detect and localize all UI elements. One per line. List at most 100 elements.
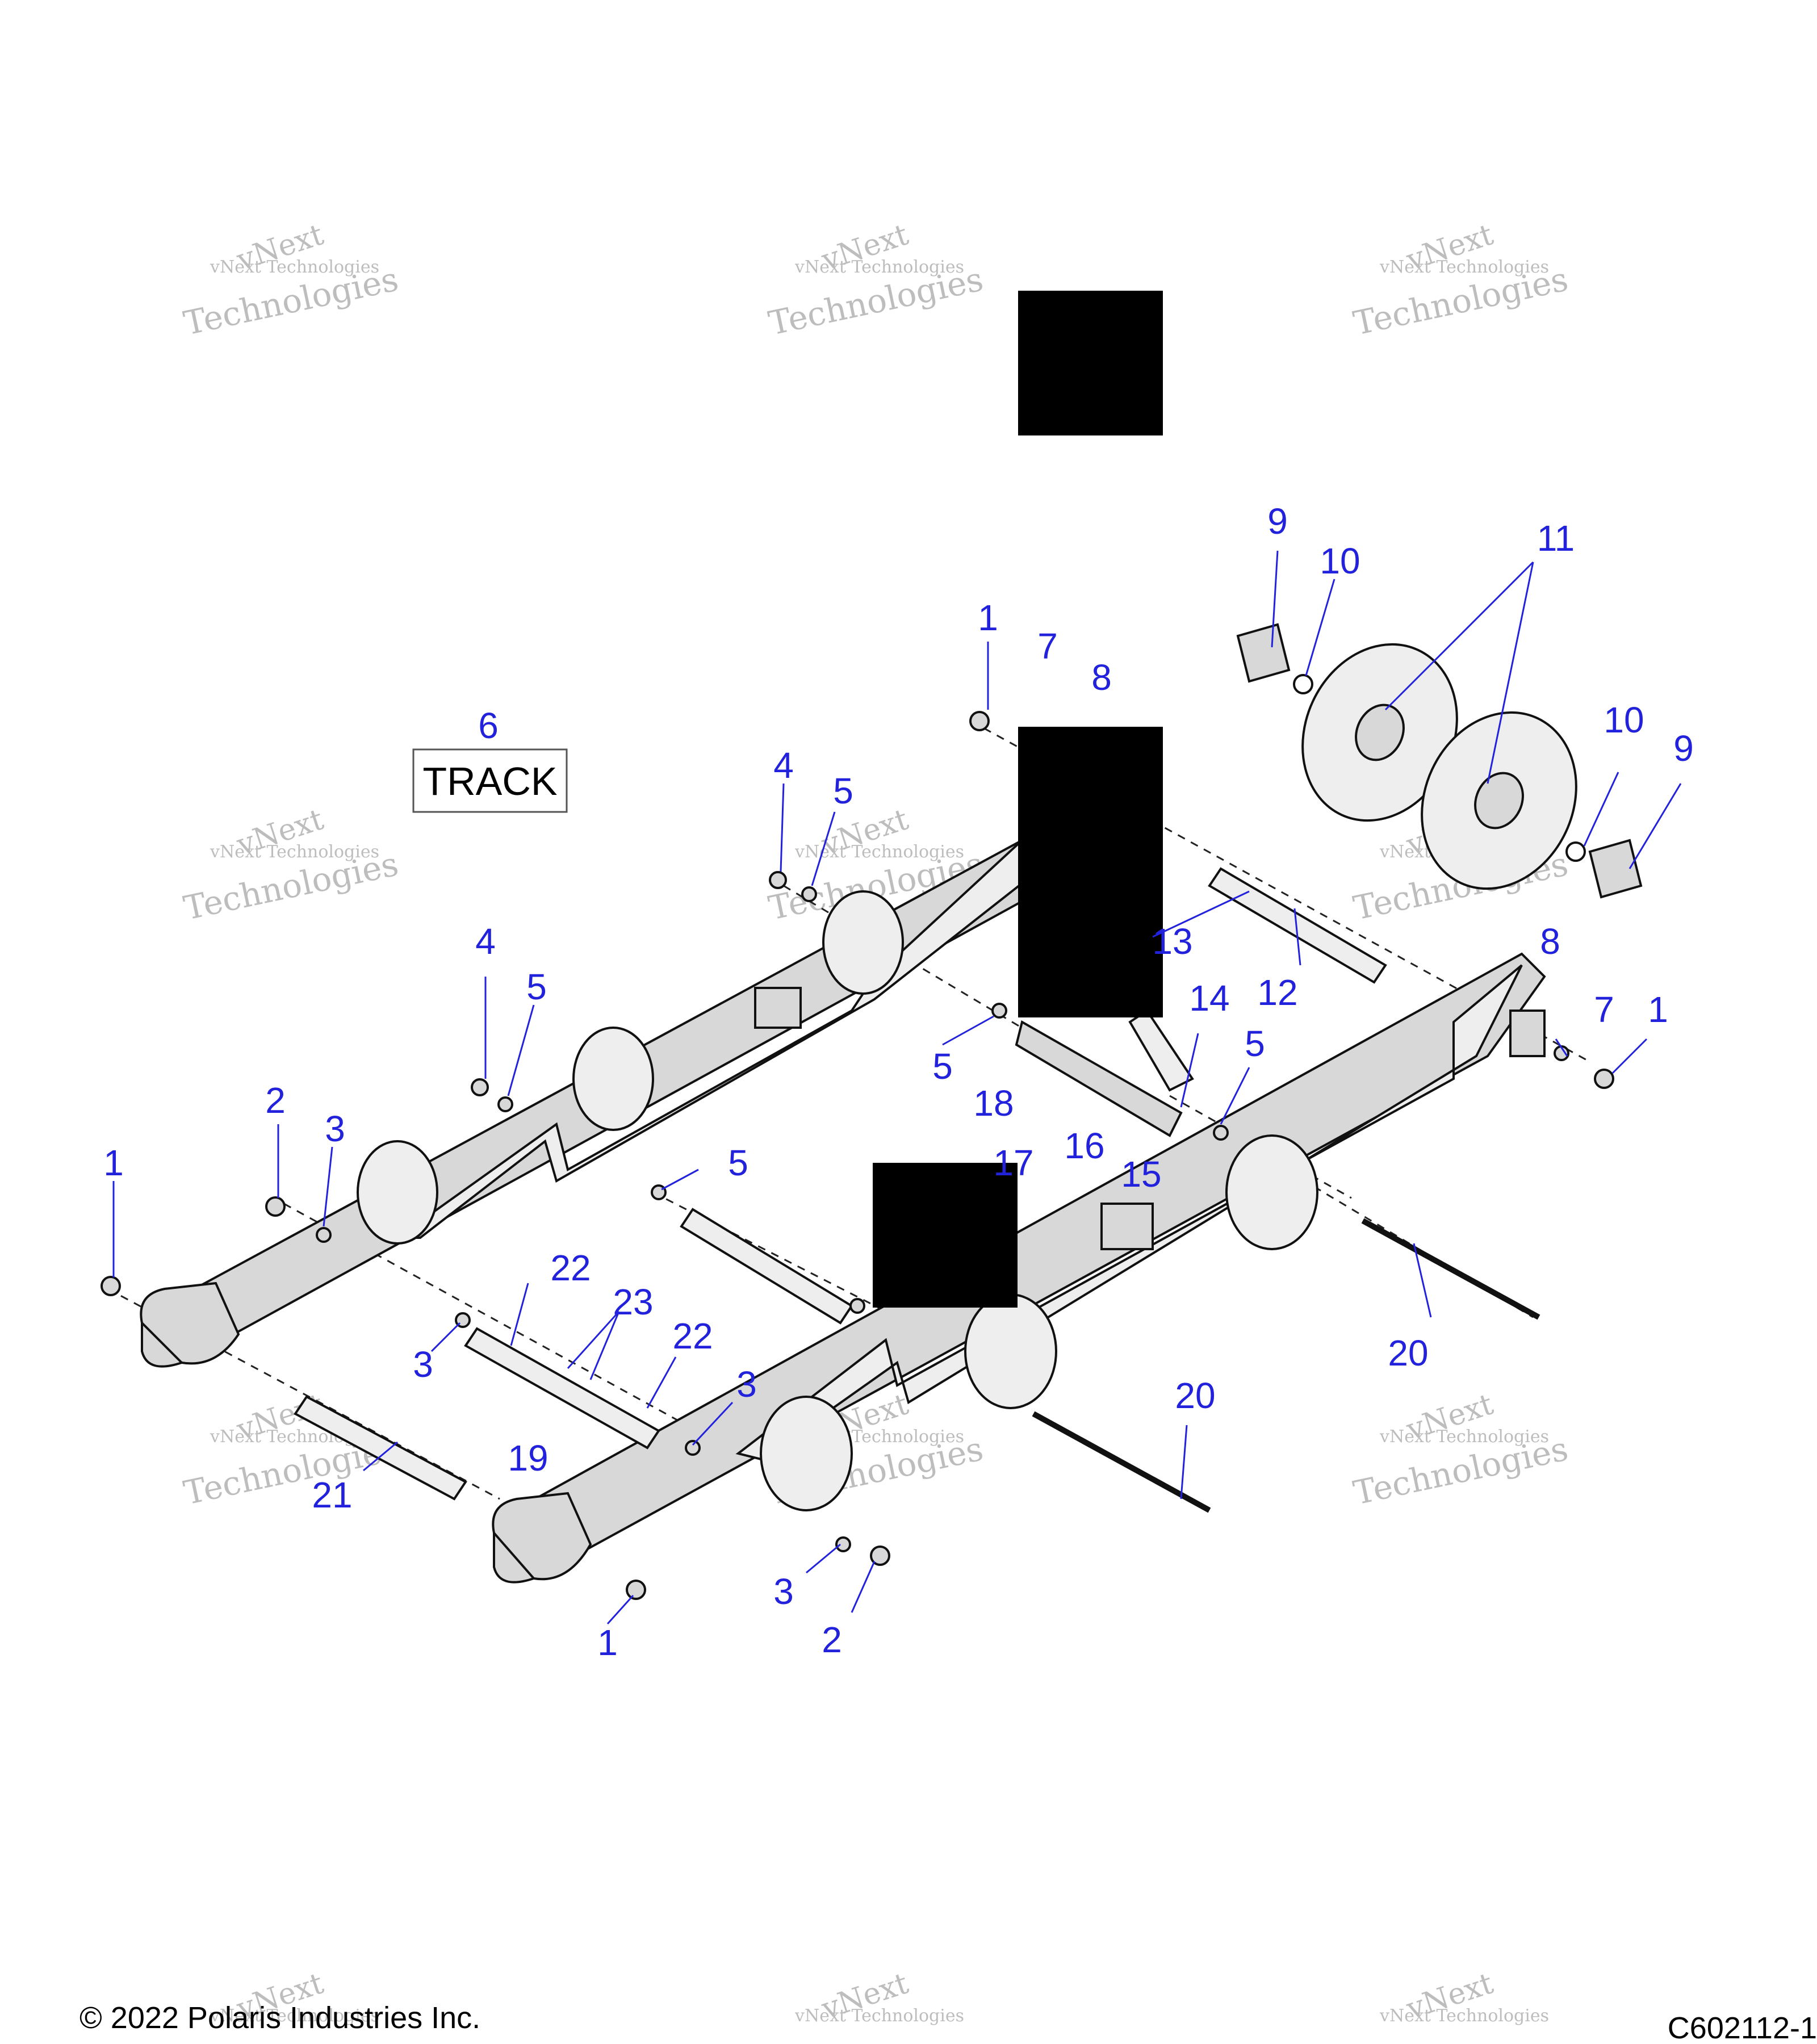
leader-line [1180, 1033, 1199, 1108]
callout: 4 [475, 921, 496, 962]
idler-wheel-hub [1474, 772, 1524, 830]
nut [769, 871, 787, 889]
svg-text:vNext Technologies: vNext Technologies [794, 2006, 964, 2026]
leader-line [1487, 562, 1534, 784]
right-rail-wheel [1225, 1134, 1318, 1250]
track-label: TRACK [422, 759, 557, 803]
callout: 6 [478, 705, 499, 746]
watermark: vNext Technologies vNext [1379, 1966, 1549, 2026]
washer [849, 1298, 865, 1314]
leader-line [1271, 550, 1279, 648]
torque-arm [1015, 1020, 1183, 1137]
bolt [1594, 1069, 1614, 1089]
leader-line [942, 1015, 994, 1046]
callout: 22 [672, 1316, 713, 1356]
svg-text:vNext Technologies: vNext Technologies [210, 842, 379, 862]
callout: 8 [1091, 657, 1112, 698]
washer [1213, 1125, 1229, 1141]
washer [801, 886, 817, 902]
right-rail-wheel [964, 1293, 1057, 1409]
callout: 20 [1175, 1375, 1215, 1416]
callout: 5 [932, 1046, 953, 1087]
pivot-shaft [464, 1327, 660, 1450]
leader-line [1555, 1038, 1568, 1057]
left-rail-tip [140, 1281, 240, 1365]
idler-cap [1588, 839, 1643, 899]
figure-id: C602112-1 [1668, 2011, 1817, 2044]
idler-ring [1293, 674, 1313, 694]
leader-line [851, 1561, 876, 1613]
nut [471, 1078, 489, 1096]
washer [497, 1096, 513, 1112]
callout: 11 [1537, 518, 1575, 559]
callout: 5 [526, 966, 547, 1007]
callout: 1 [597, 1622, 618, 1663]
callout: 16 [1064, 1125, 1104, 1166]
svg-text:vNext Technologies: vNext Technologies [1379, 2006, 1549, 2026]
leader-line [1583, 772, 1619, 847]
watermark: vNext Technologies vNext Technologies [1350, 1387, 1572, 1512]
callout: 20 [1388, 1333, 1428, 1373]
leader-lines [112, 550, 1682, 1625]
leader-line [1220, 1067, 1250, 1125]
callout: 14 [1189, 978, 1229, 1019]
left-rail [140, 838, 1052, 1368]
leader-line [1628, 783, 1682, 869]
callout: 1 [103, 1142, 124, 1183]
torque-arm-link [1128, 1009, 1194, 1092]
center-shaft [680, 1208, 853, 1325]
washer [685, 1440, 701, 1456]
bolt [101, 1276, 121, 1296]
leader-line [589, 1311, 620, 1380]
callout: 15 [1121, 1154, 1161, 1195]
washer [316, 1227, 332, 1243]
left-rail-wheel [822, 890, 904, 995]
washer [991, 1003, 1007, 1019]
callout: 3 [773, 1571, 794, 1612]
idler-wheels [1236, 623, 1643, 899]
leader-line [323, 1146, 333, 1227]
idler-ring [1565, 841, 1586, 862]
left-rail-bracket [754, 987, 802, 1029]
shafts [294, 867, 1540, 1513]
callout: 18 [973, 1083, 1014, 1124]
svg-text:vNext Technologies: vNext Technologies [210, 2006, 379, 2026]
callout: 1 [978, 597, 998, 638]
leader-line [507, 1004, 535, 1096]
idler-cap [1236, 623, 1291, 683]
long-bolt [1361, 1218, 1540, 1320]
callout: 5 [1245, 1023, 1265, 1064]
rear-shaft [294, 1395, 467, 1501]
idler-shaft [1208, 867, 1387, 984]
bolt [626, 1580, 646, 1600]
copyright: © 2022 Polaris Industries Inc. [79, 2001, 480, 2035]
watermark: vNext Technologies vNext Technologies [1350, 217, 1572, 342]
right-rail-beam [493, 952, 1546, 1584]
leader-line [806, 1543, 841, 1574]
track-box [412, 748, 568, 813]
watermark: vNext Technologies vNext [794, 1966, 964, 2026]
callout: 23 [613, 1281, 653, 1322]
callout: 1 [1648, 989, 1668, 1030]
left-rail-wheel [357, 1140, 438, 1245]
callout: 22 [550, 1247, 591, 1288]
callout: 3 [736, 1364, 757, 1405]
svg-text:vNext Technologies: vNext Technologies [210, 257, 379, 277]
leader-line [1305, 579, 1335, 676]
right-rail [492, 952, 1546, 1584]
callout: 3 [325, 1108, 345, 1149]
washer [835, 1536, 851, 1552]
callout: 10 [1604, 700, 1644, 740]
hardware [101, 711, 1614, 1600]
svg-text:vNext Technologies: vNext Technologies [1379, 1427, 1549, 1447]
track-reference: TRACK [412, 748, 568, 813]
leader-line [1413, 1243, 1432, 1318]
callout: 2 [265, 1080, 286, 1121]
svg-text:vNext Technologies: vNext Technologies [1379, 257, 1549, 277]
leader-line [1180, 1425, 1188, 1500]
callout: 2 [822, 1619, 842, 1660]
callout: 8 [1540, 921, 1560, 962]
leader-line [692, 1401, 734, 1446]
callout: 12 [1257, 972, 1297, 1013]
